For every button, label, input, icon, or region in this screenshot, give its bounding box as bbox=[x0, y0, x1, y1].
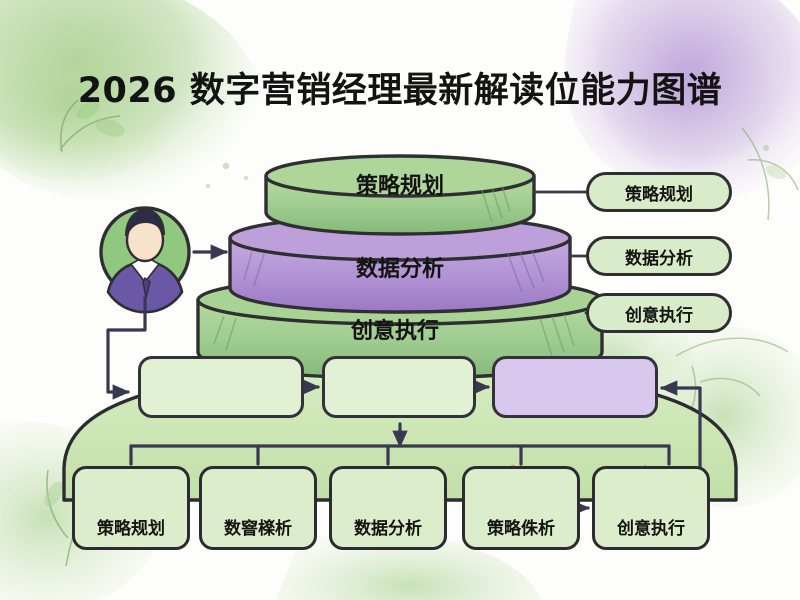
bottom-card-4[interactable]: 创意执行 bbox=[592, 466, 710, 550]
mid-card-bar-chart[interactable] bbox=[322, 356, 476, 418]
pyramid-tier-label-3: 创意执行 bbox=[350, 319, 439, 344]
pyramid-tier-label-1: 策略规划 bbox=[355, 174, 444, 199]
leaf-sprig-right bbox=[741, 127, 799, 221]
watercolor-droplets bbox=[206, 145, 769, 188]
pyramid-tier-label-2: 数据分析 bbox=[355, 257, 444, 282]
bottom-card-1[interactable]: 数窨檪析 bbox=[199, 466, 317, 550]
bottom-card-2[interactable]: 数据分析 bbox=[329, 466, 447, 550]
callout-pill-data[interactable]: 数据分析 bbox=[586, 236, 732, 276]
page-title: 2026 数字营销经理最新解读位能力图谱 bbox=[77, 71, 723, 111]
bottom-card-0-label: 策略规划 bbox=[97, 519, 165, 539]
leaf-sprig-topleft bbox=[59, 99, 125, 153]
bottom-card-3[interactable]: 策略侏析 bbox=[462, 466, 580, 550]
bottom-card-4-label: 创意执行 bbox=[617, 519, 685, 539]
bottom-card-1-label: 数窨檪析 bbox=[224, 519, 292, 539]
bottom-card-0[interactable]: 策略规划 bbox=[72, 466, 190, 550]
callout-pill-creative[interactable]: 创意执行 bbox=[586, 293, 732, 333]
mid-card-pie[interactable] bbox=[492, 356, 658, 418]
callout-pill-strategy[interactable]: 策略规划 bbox=[586, 172, 732, 212]
bottom-card-3-label: 策略侏析 bbox=[487, 519, 555, 539]
mid-card-donut[interactable] bbox=[138, 356, 304, 418]
bottom-card-2-label: 数据分析 bbox=[354, 519, 422, 539]
